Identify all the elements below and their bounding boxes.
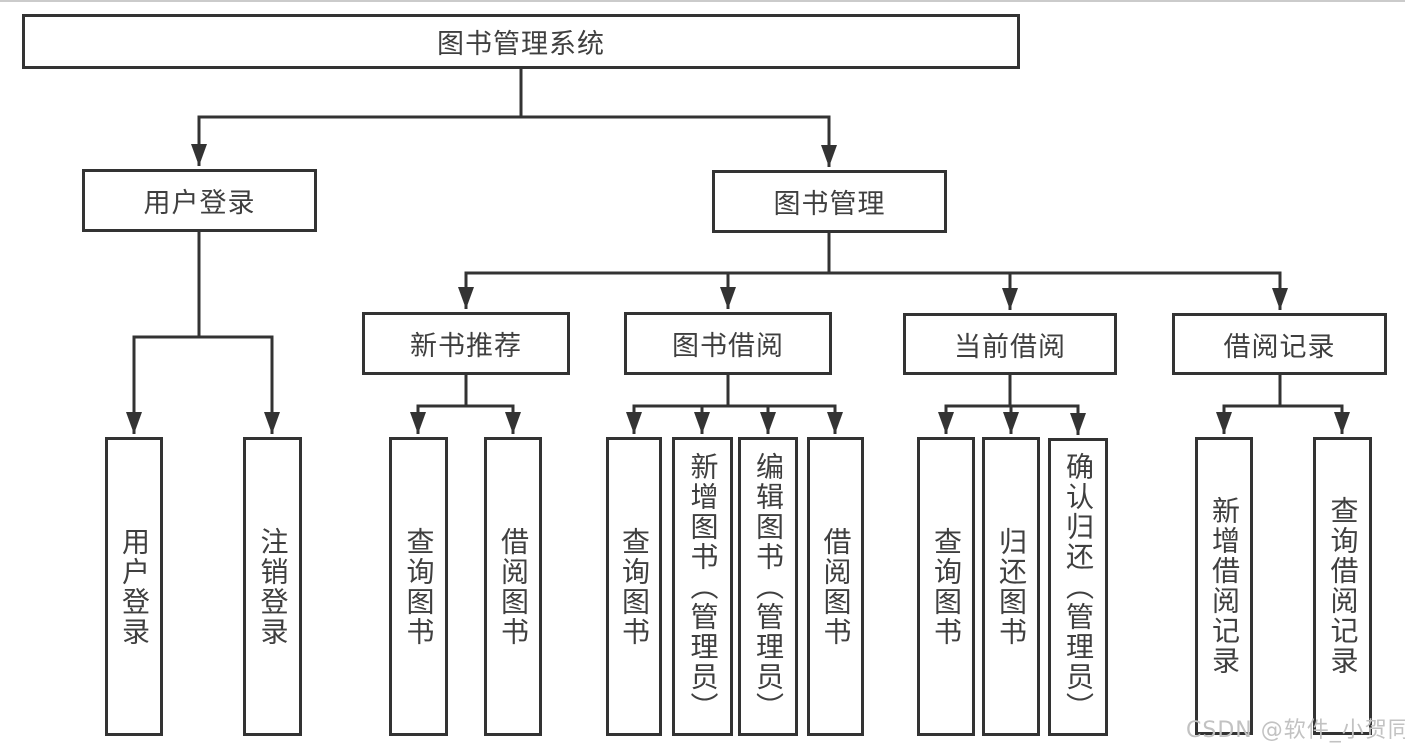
node-current-borrow: 当前借阅 [903,313,1117,375]
node-book-mgmt: 图书管理 [712,170,947,233]
leaf-br-query-record-label: 查询借阅记录 [1326,496,1360,676]
node-borrow-record-label: 借阅记录 [1223,331,1336,363]
leaf-br-add-record-label: 新增借阅记录 [1208,496,1241,676]
node-borrow-record: 借阅记录 [1172,313,1387,375]
leaf-cb-return-books-label: 归还图书 [995,526,1028,647]
leaf-cb-confirm-return: 确认归还（管理员） [1048,438,1108,736]
node-book-borrow-label: 图书借阅 [672,331,784,362]
leaf-cb-query-books-label: 查询图书 [930,526,963,647]
leaf-cb-confirm-return-label: 确认归还（管理员） [1062,452,1095,722]
leaf-bb-query-books: 查询图书 [606,437,662,736]
leaf-cb-return-books: 归还图书 [982,437,1040,736]
leaf-bb-edit-books: 编辑图书（管理员） [738,437,798,736]
leaf-logout: 注销登录 [243,437,302,736]
csdn-watermark: CSDN @软件_小贺同学 [1186,718,1405,743]
leaf-nbr-borrow-books: 借阅图书 [484,437,542,736]
leaf-nbr-borrow-books-label: 借阅图书 [497,526,530,647]
leaf-bb-edit-books-label: 编辑图书（管理员） [752,451,785,722]
leaf-logout-label: 注销登录 [256,526,290,647]
leaf-cb-query-books: 查询图书 [917,437,975,736]
leaf-br-add-record: 新增借阅记录 [1195,437,1253,735]
leaf-nbr-query-books: 查询图书 [389,437,448,736]
leaf-nbr-query-books-label: 查询图书 [402,526,436,647]
node-book-borrow: 图书借阅 [624,312,832,375]
leaf-user-login: 用户登录 [105,437,163,736]
node-book-mgmt-label: 图书管理 [773,189,886,220]
leaf-user-login-label: 用户登录 [118,526,151,647]
node-new-book-recommend: 新书推荐 [362,312,570,375]
image-top-edge [0,0,1405,2]
leaf-bb-borrow-books-label: 借阅图书 [819,526,853,647]
leaf-bb-query-books-label: 查询图书 [618,526,651,647]
node-current-borrow-label: 当前借阅 [954,331,1066,363]
node-root-label: 图书管理系统 [437,29,605,60]
leaf-bb-borrow-books: 借阅图书 [807,437,864,736]
node-user-login: 用户登录 [82,169,317,232]
node-user-login-label: 用户登录 [143,188,256,219]
leaf-bb-add-books-label: 新增图书（管理员） [686,451,720,722]
node-new-book-recommend-label: 新书推荐 [410,331,522,362]
leaf-br-query-record: 查询借阅记录 [1313,437,1372,735]
leaf-bb-add-books: 新增图书（管理员） [672,437,733,736]
node-root: 图书管理系统 [22,14,1020,69]
